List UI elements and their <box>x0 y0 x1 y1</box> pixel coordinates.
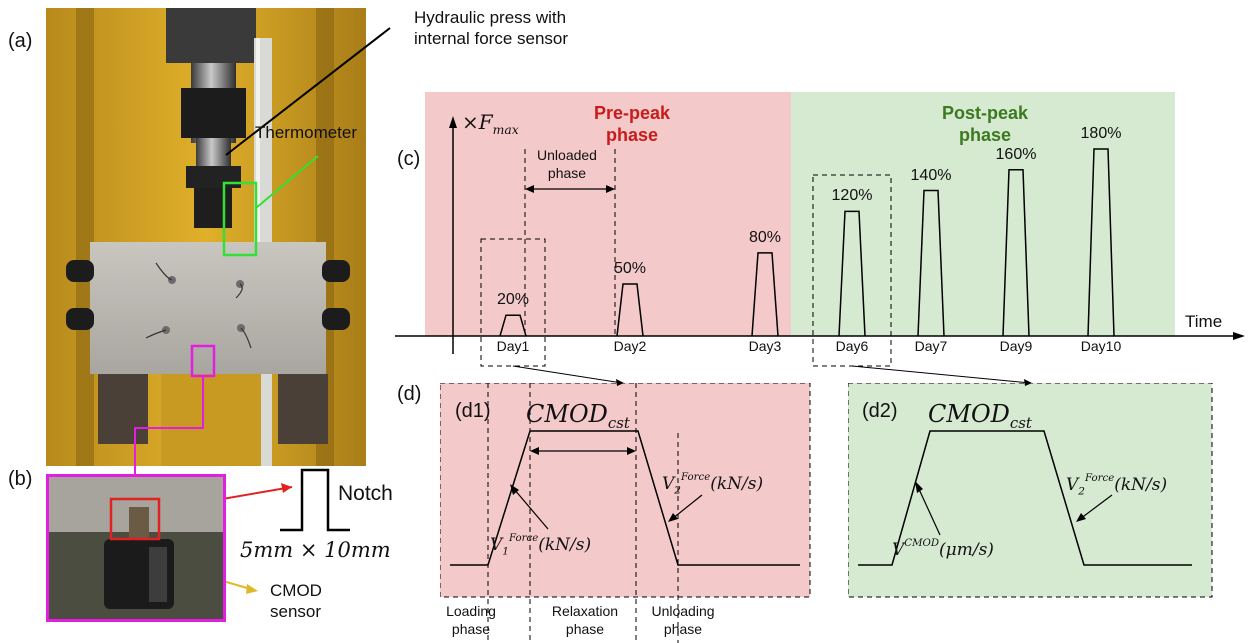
prepeak-region <box>425 92 791 336</box>
pulse-percent-day10: 180% <box>1080 125 1122 142</box>
d2-background <box>848 383 1213 598</box>
day1-highlight-box <box>480 238 546 367</box>
pulse-percent-day2: 50% <box>613 260 647 278</box>
unloading-phase-label: Unloading phase <box>651 603 715 637</box>
load-pulse-day3 <box>751 252 779 337</box>
d1-background <box>440 383 811 598</box>
day-label-day6: Day6 <box>835 338 869 354</box>
d1-detail-diagram <box>440 383 811 643</box>
d2-v2-force: V2Force(kN/s) <box>1066 473 1168 498</box>
d2-cmod-cst: CMODcst <box>928 400 1032 432</box>
load-pulse-day1 <box>499 314 527 337</box>
x-axis-label: Time <box>1185 312 1223 331</box>
d2-v-cmod: VCMOD(μm/s) <box>892 538 994 560</box>
loading-timeline <box>395 92 1245 367</box>
notch-label: Notch <box>338 482 393 505</box>
postpeak-title: Post-peak phase <box>941 103 1029 145</box>
d1-load-profile <box>450 430 800 566</box>
d1-cmod-cst: CMODcst <box>526 400 630 432</box>
d2-label: (d2) <box>862 400 898 422</box>
relaxation-phase-label: Relaxation phase <box>551 603 619 637</box>
d2-load-profile <box>858 430 1192 566</box>
cmod-sensor-callout: CMOD sensor <box>270 581 322 621</box>
day-label-day9: Day9 <box>999 338 1033 354</box>
panel-label-b: (b) <box>8 468 33 490</box>
d1-v2-force: V2Force(kN/s) <box>662 472 764 497</box>
day-label-day10: Day10 <box>1080 338 1122 354</box>
thermometer-callout: Thermometer <box>255 123 358 142</box>
load-pulse-day10 <box>1087 148 1115 337</box>
test-rig-photo <box>46 8 366 466</box>
loading-phase-label: Loading phase <box>446 603 496 637</box>
notch-shape <box>280 468 350 532</box>
press-callout: Hydraulic press with internal force sens… <box>414 8 569 48</box>
d1-v1-force: V1Force(kN/s) <box>490 533 592 558</box>
d1-label: (d1) <box>455 400 491 422</box>
day-label-day1: Day1 <box>496 338 530 354</box>
day-label-day3: Day3 <box>748 338 782 354</box>
y-axis-label: ×Fmax <box>462 110 519 137</box>
load-pulse-day6 <box>838 210 866 337</box>
y-axis-arrow <box>449 116 457 128</box>
pulse-percent-day3: 80% <box>748 228 782 246</box>
cmod-closeup-illustration <box>49 477 223 619</box>
x-axis-arrow <box>1233 332 1245 340</box>
load-pulse-day7 <box>917 189 945 337</box>
pulse-percent-day9: 160% <box>995 145 1037 163</box>
d2-detail-diagram <box>848 383 1213 598</box>
unloaded-phase-label: Unloaded phase <box>537 147 597 181</box>
load-pulse-day9 <box>1002 169 1030 337</box>
pulse-percent-day7: 140% <box>910 166 952 184</box>
pulse-percent-day1: 20% <box>496 291 530 309</box>
day-label-day7: Day7 <box>914 338 948 354</box>
test-rig-illustration <box>46 8 366 466</box>
pulse-percent-day6: 120% <box>831 187 873 205</box>
panel-label-d: (d) <box>397 383 422 405</box>
panel-label-c: (c) <box>397 148 421 170</box>
prepeak-title: Pre-peak phase <box>593 103 671 145</box>
load-pulse-day2 <box>616 283 644 337</box>
notch-dimensions: 5mm × 10mm <box>240 538 391 562</box>
day-label-day2: Day2 <box>613 338 647 354</box>
cmod-sensor-photo <box>46 474 226 622</box>
panel-label-a: (a) <box>8 30 33 52</box>
postpeak-region <box>791 92 1175 336</box>
